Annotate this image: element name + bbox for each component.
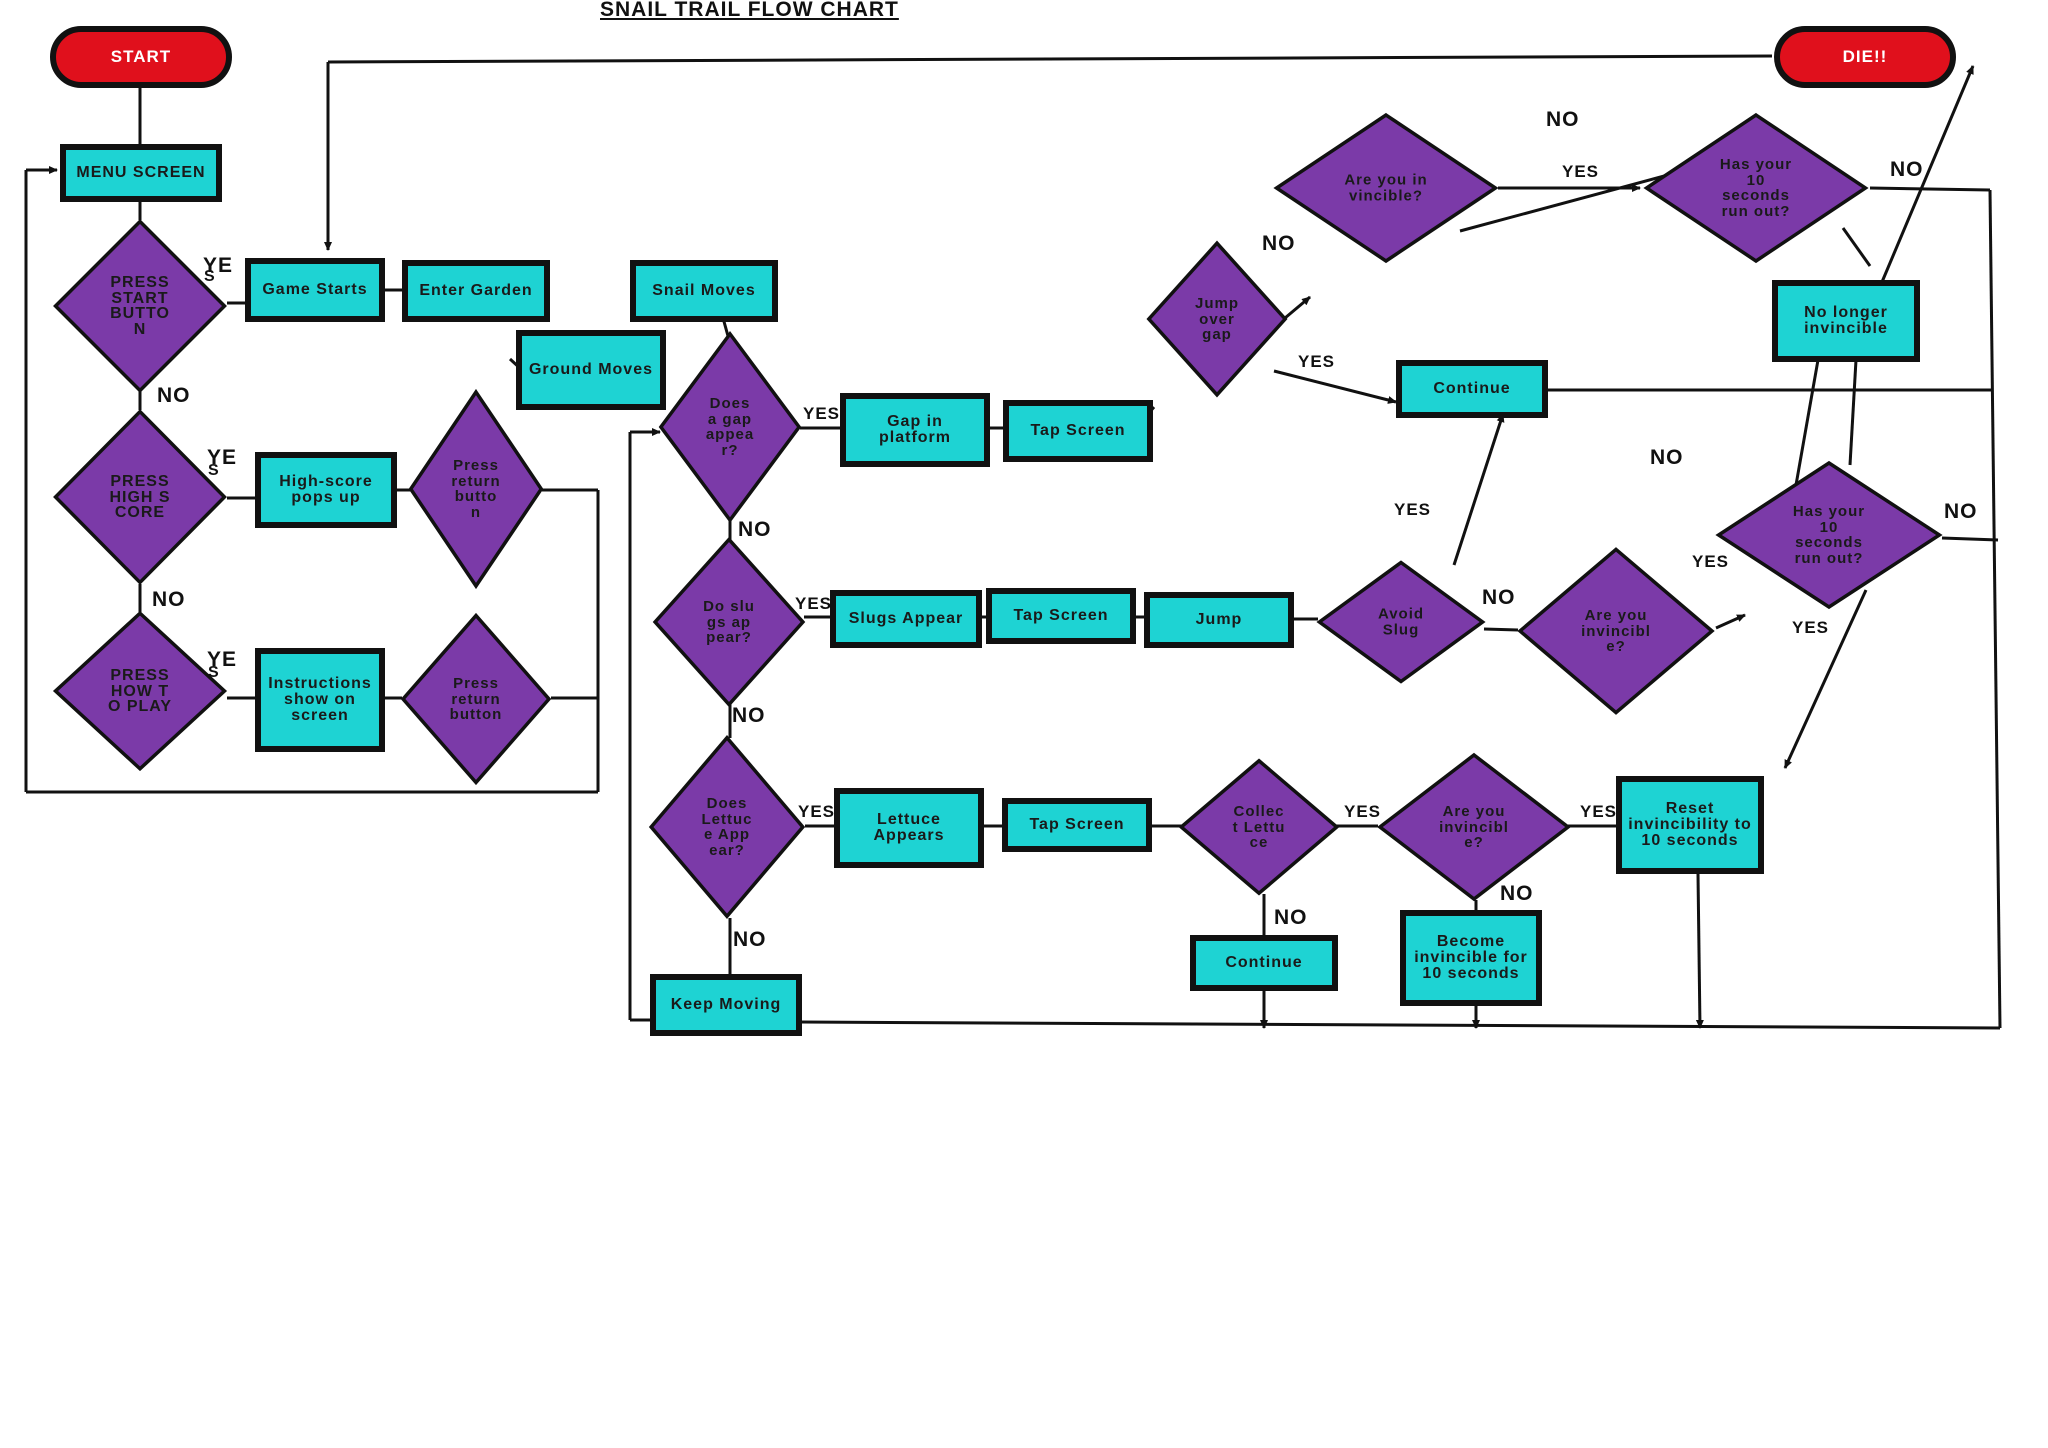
label-ye-howtoplay: YE [207,648,238,671]
label-no-slugs: NO [732,704,766,727]
decision-avoid-slug-text: Avoid Slug [1377,605,1425,638]
decision-press-highscore-text: PRESS HIGH SCORE [109,472,171,521]
become-invincible-box: Become invincible for 10 seconds [1400,910,1542,1006]
menu-screen-box: MENU SCREEN [60,144,222,202]
label-no-start: NO [157,384,191,407]
label-yes-jump: YES [1298,352,1336,371]
label-ye-highscore-s: S [208,462,220,479]
die-terminal: DIE!! [1774,26,1956,88]
label-no-lettuce: NO [733,928,767,951]
ground-moves-box: Ground Moves [516,330,666,410]
label-ye-highscore: YE [207,446,238,469]
label-no-inv-top: NO [1546,108,1580,131]
instructions-box: Instructions show on screen [255,648,385,752]
label-yes-slugs: YES [795,594,833,613]
decision-ten-seconds-mid: Has your 10 seconds run out? [1714,460,1944,610]
decision-ten-seconds-top: Has your 10 seconds run out? [1642,112,1870,264]
decision-press-howtoplay: PRESS HOW TO PLAY [52,610,228,772]
start-terminal: START [50,26,232,88]
label-yes-gap: YES [803,404,841,423]
label-yes-ten-mid: YES [1792,618,1830,637]
decision-slugs-appear-text: Do slugs appear? [703,597,755,646]
reset-invincibility-box: Reset invincibility to 10 seconds [1616,776,1764,874]
tap-screen-box-1: Tap Screen [1003,400,1153,462]
decision-jump-over-gap-text: Jump over gap [1195,294,1240,343]
decision-ten-seconds-mid-text: Has your 10 seconds run out? [1792,503,1866,567]
highscore-pops-box: High-score pops up [255,452,397,528]
decision-press-return-2: Press return button [400,612,552,786]
decision-gap-appear: Does a gap appear? [658,330,802,524]
label-yes-inv-bottom: YES [1580,802,1618,821]
label-ye-start: YE [203,254,234,277]
decision-are-invincible-bottom: Are you invincible? [1376,752,1572,902]
label-ye-howtoplay-s: S [208,664,220,681]
label-no-ten-mid: NO [1944,500,1978,523]
decision-lettuce-appear: Does Lettuce Appear? [648,734,806,920]
decision-press-howtoplay-text: PRESS HOW TO PLAY [107,666,173,715]
decision-gap-appear-text: Does a gap appear? [705,395,755,459]
label-yes-inv-top: YES [1562,162,1600,181]
decision-slugs-appear: Do slugs appear? [652,536,806,708]
decision-press-return-1-text: Press return button [451,457,501,521]
no-longer-invincible-box: No longer invincible [1772,280,1920,362]
tap-screen-box-3: Tap Screen [1002,798,1152,852]
continue-box-right: Continue [1396,360,1548,418]
decision-press-start: PRESS START BUTTON [52,218,228,394]
decision-are-invincible-mid: Are you invincible? [1516,546,1716,716]
decision-collect-lettuce: Collect Lettuce [1178,758,1340,896]
decision-ten-seconds-top-text: Has your 10 seconds run out? [1719,156,1793,220]
label-no-ten-top: NO [1890,158,1924,181]
label-no-jump: NO [1262,232,1296,255]
decision-press-highscore: PRESS HIGH SCORE [52,408,228,586]
label-yes-collect: YES [1344,802,1382,821]
slugs-appear-box: Slugs Appear [830,590,982,648]
label-yes-inv-mid: YES [1692,552,1730,571]
decision-press-return-1: Press return button [408,388,544,590]
chart-title: SNAIL TRAIL FLOW CHART [600,0,899,21]
continue-box-bottom: Continue [1190,935,1338,991]
label-no-highscore: NO [152,588,186,611]
jump-box: Jump [1144,592,1294,648]
decision-press-start-text: PRESS START BUTTON [110,274,170,338]
decision-avoid-slug: Avoid Slug [1316,560,1486,684]
decision-are-invincible-mid-text: Are you invincible? [1581,606,1651,655]
label-no-collect: NO [1274,906,1308,929]
gap-platform-box: Gap in platform [840,393,990,467]
snail-moves-box: Snail Moves [630,260,778,322]
decision-are-invincible-bottom-text: Are you invincible? [1439,802,1509,851]
keep-moving-box: Keep Moving [650,974,802,1036]
decision-collect-lettuce-text: Collect Lettuce [1232,802,1286,851]
game-starts-box: Game Starts [245,258,385,322]
decision-lettuce-appear-text: Does Lettuce Appear? [701,795,753,859]
label-yes-avoid: YES [1394,500,1432,519]
label-no-inv-bottom: NO [1500,882,1534,905]
enter-garden-box: Enter Garden [402,260,550,322]
decision-are-invincible-top: Are you invincible? [1272,112,1500,264]
lettuce-appears-box: Lettuce Appears [834,788,984,868]
decision-are-invincible-top-text: Are you invincible? [1344,171,1428,204]
tap-screen-box-2: Tap Screen [986,588,1136,644]
label-ye-start-s: S [204,268,216,285]
label-no-inv-mid: NO [1650,446,1684,469]
decision-press-return-2-text: Press return button [449,674,503,723]
decision-jump-over-gap: Jump over gap [1146,240,1288,398]
label-no-gap: NO [738,518,772,541]
label-yes-lettuce: YES [798,802,836,821]
label-no-avoid: NO [1482,586,1516,609]
